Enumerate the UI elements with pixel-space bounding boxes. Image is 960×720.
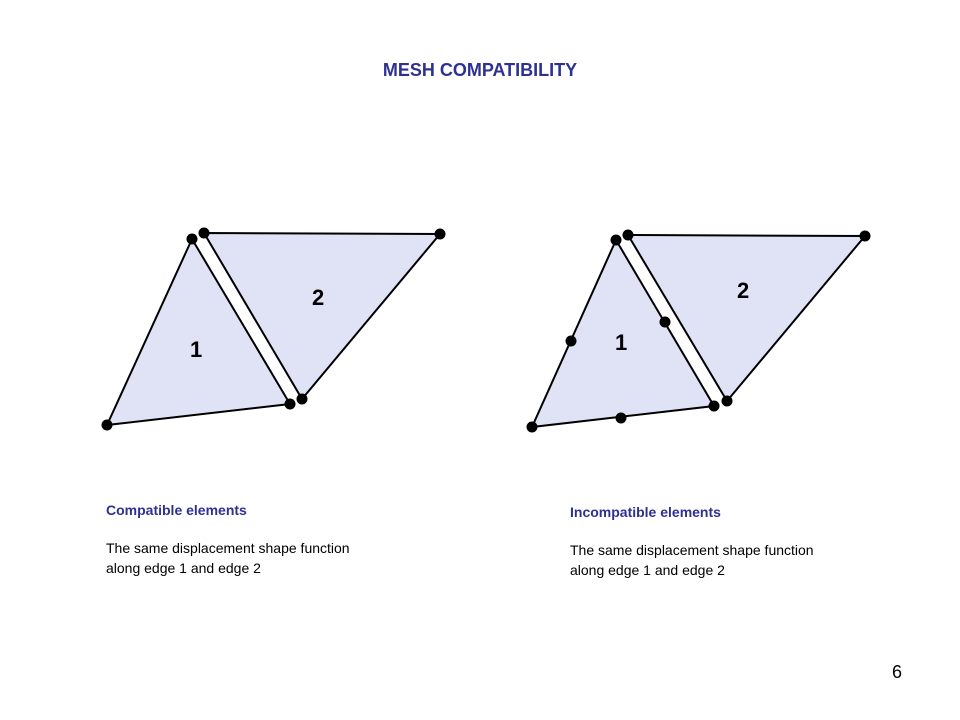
- slide-title: MESH COMPATIBILITY: [382, 60, 578, 80]
- node: [296, 393, 308, 405]
- node: [622, 229, 634, 241]
- incompatible-element-2-label: 2: [737, 278, 749, 303]
- compatible-element-1-label: 1: [190, 337, 202, 362]
- compatible-description: The same displacement shape function alo…: [106, 540, 350, 576]
- midside-node: [659, 316, 671, 328]
- compatible-element-1: [105, 236, 292, 427]
- node: [708, 400, 720, 412]
- midside-node: [615, 412, 627, 424]
- incompatible-heading: Incompatible elements: [570, 504, 721, 520]
- compatible-element-2: [202, 231, 443, 401]
- incompatible-element-1-label: 1: [615, 330, 627, 355]
- incompatible-element-2: [626, 233, 868, 403]
- node: [610, 234, 622, 246]
- node: [526, 421, 538, 433]
- page-number: 6: [891, 662, 902, 682]
- compatible-mesh: 1 2: [101, 227, 446, 431]
- compatible-heading: Compatible elements: [106, 502, 247, 518]
- midside-node: [565, 335, 577, 347]
- node: [434, 228, 446, 240]
- incompatible-caption: Incompatible elements The same displacem…: [570, 502, 814, 580]
- incompatible-mesh: 1 2: [526, 229, 871, 433]
- node: [198, 227, 210, 239]
- node: [101, 419, 113, 431]
- compatible-caption: Compatible elements The same displacemen…: [106, 500, 350, 578]
- node: [721, 395, 733, 407]
- node: [284, 398, 296, 410]
- compatible-element-2-label: 2: [312, 285, 324, 310]
- node: [186, 233, 198, 245]
- node: [859, 230, 871, 242]
- incompatible-description: The same displacement shape function alo…: [570, 542, 814, 578]
